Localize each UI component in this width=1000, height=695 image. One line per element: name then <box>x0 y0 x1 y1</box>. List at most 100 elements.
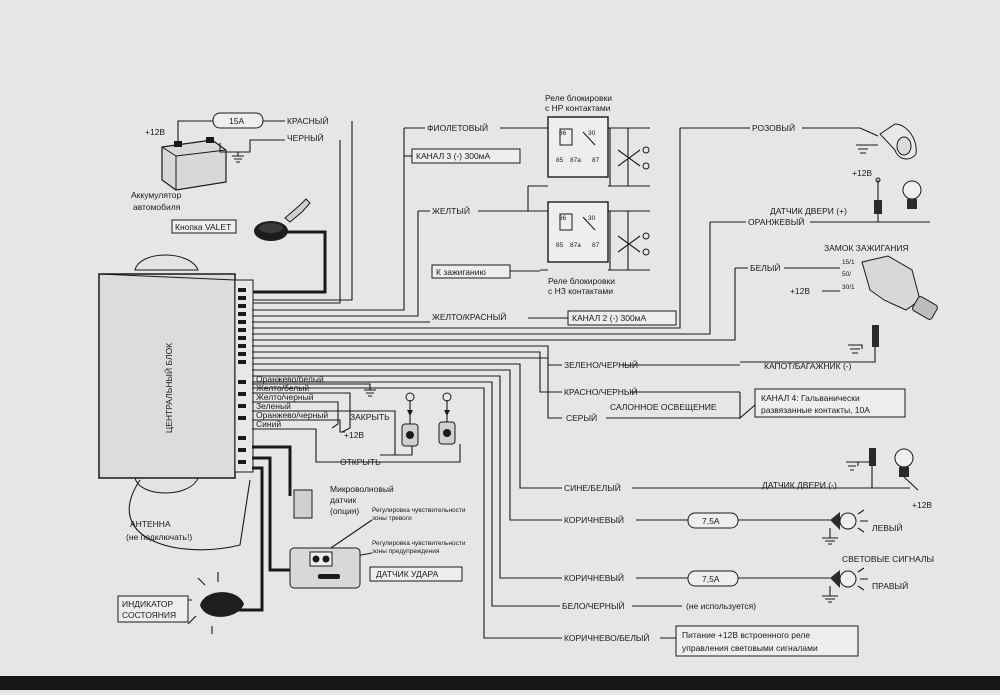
hood-switch-icon <box>740 325 879 363</box>
channel2-label: КАНАЛ 2 (-) 300мА <box>572 313 647 323</box>
ignition-switch-icon <box>861 255 938 320</box>
ign-pin-50: 50/ <box>842 271 851 278</box>
sens-warn-line-2: зоны предупреждения <box>372 548 440 555</box>
relay-nc-title-1: Реле блокировки <box>548 276 615 286</box>
wire-brown-white-label: КОРИЧНЕВО/БЕЛЫЙ <box>564 632 650 643</box>
microwave-line-1: Микроволновый <box>330 484 394 494</box>
relay-no-title-2: с НР контактами <box>545 103 611 113</box>
fuse-right: 7,5A <box>687 570 739 587</box>
power-relay-line-1: Питание +12В встроенного реле <box>682 630 810 640</box>
shock-sensor-icon <box>289 547 361 589</box>
channel4-line-2: развязанные контакты, 10А <box>761 405 870 415</box>
ignition-switch-label: ЗАМОК ЗАЖИГАНИЯ <box>824 243 909 253</box>
wire-orange-label: ОРАНЖЕВЫЙ <box>748 216 804 227</box>
channel4-line-1: КАНАЛ 4: Гальванически <box>761 393 860 403</box>
wire-red-black-label: КРАСНО/ЧЕРНЫЙ <box>564 386 638 397</box>
left-label: ЛЕВЫЙ <box>872 522 903 533</box>
battery-icon <box>161 137 227 191</box>
battery-plus-label: +12В <box>145 127 165 137</box>
relay-no: 86 30 85 87a 87 <box>547 116 609 178</box>
hood-label: КАПОТ/БАГАЖНИК (-) <box>764 361 852 371</box>
shock-sensor-label: ДАТЧИК УДАРА <box>376 569 439 579</box>
ign-pin-15: 15/1 <box>842 259 855 266</box>
door-switch-icon <box>874 177 882 222</box>
lock-actuator-icon <box>438 392 456 445</box>
fuse-main: 15A <box>212 112 264 129</box>
right-label: ПРАВЫЙ <box>872 580 908 591</box>
interior-light-label: САЛОННОЕ ОСВЕЩЕНИЕ <box>610 402 717 412</box>
wire-grey-label: СЕРЫЙ <box>566 412 597 423</box>
microwave-sensor-icon <box>293 489 313 519</box>
signals-label: СВЕТОВЫЕ СИГНАЛЫ <box>842 554 934 564</box>
svg-text:86: 86 <box>559 215 567 222</box>
valet-button-icon <box>254 198 311 241</box>
lock-plus-label: +12В <box>344 430 364 440</box>
door-plus-voltage: +12В <box>852 168 872 178</box>
scissors-icon <box>617 146 650 170</box>
bulb-icon <box>894 448 914 477</box>
indicator-line-1: ИНДИКАТОР <box>122 599 173 609</box>
wire-red-label: КРАСНЫЙ <box>287 115 328 126</box>
wire-yellow-red-label: ЖЕЛТО/КРАСНЫЙ <box>432 311 506 322</box>
svg-text:87a: 87a <box>570 242 581 249</box>
svg-text:87: 87 <box>592 157 600 164</box>
unused-label: (не используется) <box>686 601 756 611</box>
right-signal-lamp-icon <box>822 567 868 603</box>
horn-icon <box>879 123 917 160</box>
connector-pins <box>238 288 246 464</box>
wire-blue-white-label: СИНЕ/БЕЛЫЙ <box>564 482 621 493</box>
sens-warn-line-1: Регулировка чувствительности <box>372 540 466 547</box>
channel3-label: КАНАЛ 3 (-) 300мА <box>416 151 491 161</box>
lock-wire-yellow-white: Желто/белый <box>256 383 309 393</box>
sens-alarm-line-2: зоны тревоги <box>372 515 412 522</box>
bulb-icon <box>902 180 922 209</box>
svg-text:87a: 87a <box>570 157 581 164</box>
fuse-left: 7,5A <box>687 512 739 529</box>
central-unit-label: ЦЕНТРАЛЬНЫЙ БЛОК <box>163 343 174 433</box>
svg-text:85: 85 <box>556 242 564 249</box>
antenna-line-2: (не подключать!) <box>126 532 192 542</box>
relay-nc: 86 30 85 87a 87 <box>547 201 609 263</box>
lock-actuator-icon <box>401 392 419 447</box>
svg-text:30: 30 <box>588 130 596 137</box>
wire-yellow-label: ЖЕЛТЫЙ <box>432 205 470 216</box>
battery-caption-2: автомобиля <box>133 202 181 212</box>
lock-wire-orange-black: Оранжево/черный <box>256 410 328 420</box>
fuse-right-label: 7,5A <box>702 574 720 584</box>
wire-pink-label: РОЗОВЫЙ <box>752 122 795 133</box>
lock-wire-blue: Синий <box>256 419 281 429</box>
status-led-icon <box>182 572 244 634</box>
wire-violet-label: ФИОЛЕТОВЫЙ <box>427 122 488 133</box>
svg-text:86: 86 <box>559 130 567 137</box>
lock-wire-yellow-black: Желто/черный <box>256 392 314 402</box>
wire-white-black-label: БЕЛО/ЧЕРНЫЙ <box>562 600 625 611</box>
antenna-line-1: АНТЕННА <box>130 519 171 529</box>
ign-plus-label: +12В <box>790 286 810 296</box>
svg-text:30: 30 <box>588 215 596 222</box>
ign-pin-30: 30/1 <box>842 284 855 291</box>
battery-caption-1: Аккумулятор <box>131 190 181 200</box>
door-plus-label: ДАТЧИК ДВЕРИ (+) <box>770 206 847 216</box>
bottom-edge <box>0 676 1000 690</box>
power-relay-line-2: управления световыми сигналами <box>682 643 818 653</box>
sens-alarm-line-1: Регулировка чувствительности <box>372 507 466 514</box>
lock-open-label: ОТКРЫТЬ <box>340 457 381 467</box>
wire-brown-1-label: КОРИЧНЕВЫЙ <box>564 514 624 525</box>
indicator-line-2: СОСТОЯНИЯ <box>122 610 176 620</box>
scissors-icon <box>617 232 650 256</box>
lock-close-label: ЗАКРЫТЬ <box>350 412 390 422</box>
lock-wire-labels: Оранжево/белый Желто/белый Желто/черный … <box>256 374 328 429</box>
wire-white-label: БЕЛЫЙ <box>750 262 780 273</box>
microwave-line-2: датчик <box>330 495 357 505</box>
valet-label: Кнопка VALET <box>175 222 231 232</box>
microwave-line-3: (опция) <box>330 506 359 516</box>
fuse-left-label: 7,5A <box>702 516 720 526</box>
fuse-main-label: 15A <box>229 116 244 126</box>
svg-text:85: 85 <box>556 157 564 164</box>
svg-text:87: 87 <box>592 242 600 249</box>
wire-black-label: ЧЕРНЫЙ <box>287 132 324 143</box>
wire-green-black-label: ЗЕЛЕНО/ЧЕРНЫЙ <box>564 359 638 370</box>
door-minus-label: ДАТЧИК ДВЕРИ (-) <box>762 480 837 490</box>
